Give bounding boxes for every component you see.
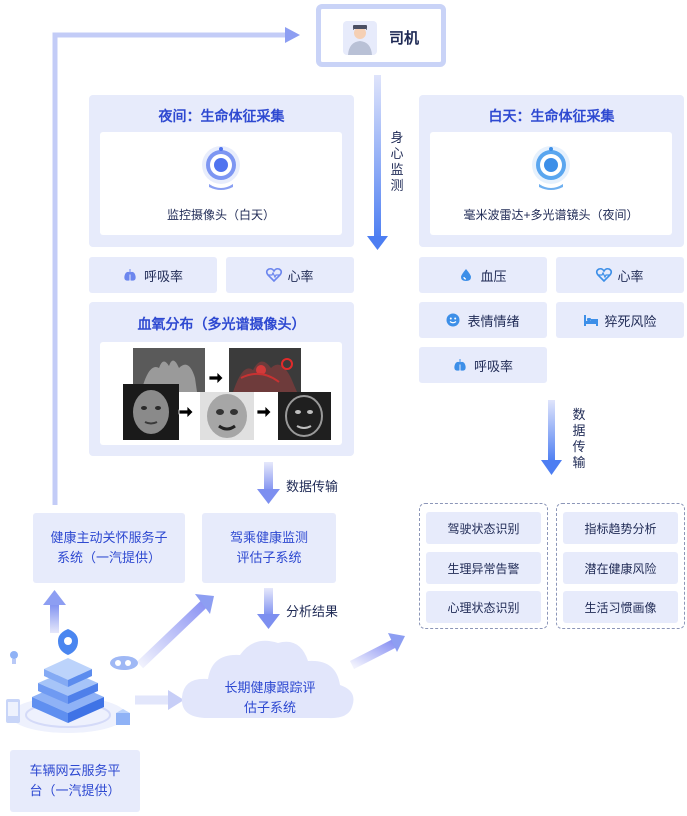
driver-icon: [343, 21, 377, 55]
spo2-thermal-images: [123, 348, 331, 440]
driver-node: 司机: [316, 4, 446, 67]
data-arrow-right-head: [541, 460, 562, 475]
day-camera-label: 毫米波雷达+多光谱镜头（夜间）: [463, 208, 639, 222]
feedback-line: [52, 32, 285, 505]
vehicle-cloud-platform: 车辆网云服务平台（一汽提供）: [10, 750, 140, 812]
day-panel-title: 白天：生命体征采集: [488, 108, 615, 124]
platform-to-mid-head: [195, 594, 214, 614]
day-tile-breath-label: 呼吸率: [473, 358, 513, 374]
radar-camera-icon: [532, 146, 570, 190]
driving-health-subsystem: 驾乘健康监测评估子系统: [202, 513, 336, 583]
data-arrow-mid-head: [257, 489, 280, 504]
cloud-to-results-line: [349, 638, 398, 670]
result-physio-alert: 生理异常告警: [426, 552, 541, 584]
data-arrow-mid-shaft: [264, 462, 273, 492]
day-tile-sudden-death-label: 猝死风险: [604, 313, 657, 329]
cloud-to-results-head: [388, 633, 405, 652]
cloud-shape: [181, 640, 354, 719]
platform-to-cloud-head: [168, 690, 184, 710]
monitor-label: 身心监测: [390, 130, 404, 193]
day-panel: 白天：生命体征采集 毫米波雷达+多光谱镜头（夜间）: [419, 95, 684, 247]
analysis-result-label: 分析结果: [286, 604, 339, 619]
day-tile-emotion: 表情情绪: [419, 302, 547, 338]
day-tile-blood-pressure-label: 血压: [480, 268, 507, 284]
day-tile-blood-pressure: 血压: [419, 257, 547, 293]
night-tile-breath: 呼吸率: [89, 257, 217, 293]
lungs-icon: [124, 269, 136, 281]
spo2-panel: 血氧分布（多光谱摄像头）: [89, 302, 354, 456]
heart-rate-icon: [596, 267, 613, 283]
driver-label: 司机: [389, 30, 420, 47]
results-group-right: [556, 503, 685, 629]
night-tile-heart: 心率: [226, 257, 354, 293]
platform-up-head: [43, 590, 66, 605]
result-trend-analysis: 指标趋势分析: [563, 512, 678, 544]
spo2-title: 血氧分布（多光谱摄像头）: [137, 316, 306, 332]
result-health-risk: 潜在健康风险: [563, 552, 678, 584]
night-panel: 夜间：生命体征采集 监控摄像头（白天）: [89, 95, 354, 247]
data-transfer-mid-label: 数据传输: [286, 479, 339, 494]
night-tile-breath-label: 呼吸率: [143, 268, 183, 284]
result-driving-state: 驾驶状态识别: [426, 512, 541, 544]
monitor-arrowhead: [367, 236, 388, 250]
blood-drop-icon: [461, 269, 472, 281]
data-transfer-right-label: 数据传输: [572, 407, 586, 470]
result-lifestyle-profile: 生活习惯画像: [563, 591, 678, 623]
data-arrow-right-shaft: [548, 400, 555, 462]
platform-up-shaft: [50, 603, 59, 633]
cloud-platform-illustration: [6, 629, 138, 733]
monitor-arrow-shaft: [374, 75, 381, 240]
care-service-subsystem: 健康主动关怀服务子系统（一汽提供）: [33, 513, 185, 583]
face-emotion-icon: [446, 313, 460, 327]
day-tile-heart-label: 心率: [617, 268, 644, 284]
camera-icon: [202, 146, 240, 190]
night-tile-heart-label: 心率: [287, 268, 314, 284]
feedback-arrowhead: [285, 27, 300, 43]
day-camera-card: 毫米波雷达+多光谱镜头（夜间）: [430, 132, 672, 235]
analysis-arrow-shaft: [264, 588, 273, 616]
night-panel-title: 夜间：生命体征采集: [158, 108, 285, 124]
day-tile-sudden-death: 猝死风险: [556, 302, 684, 338]
result-mental-state: 心理状态识别: [426, 591, 541, 623]
day-tile-heart: 心率: [556, 257, 684, 293]
day-tile-emotion-label: 表情情绪: [467, 313, 520, 329]
heart-rate-icon: [266, 267, 283, 283]
platform-to-mid-line: [136, 599, 209, 669]
day-tile-breath: 呼吸率: [419, 347, 547, 383]
results-group-left: [419, 503, 548, 629]
cloud-label: 长期健康跟踪评估子系统: [224, 680, 316, 715]
lungs-icon: [454, 359, 466, 371]
night-camera-card: 监控摄像头（白天）: [100, 132, 342, 235]
analysis-arrow-head: [257, 614, 280, 629]
bed-icon: [584, 315, 599, 326]
spo2-image-card: [100, 342, 342, 445]
night-camera-label: 监控摄像头（白天）: [166, 208, 275, 222]
